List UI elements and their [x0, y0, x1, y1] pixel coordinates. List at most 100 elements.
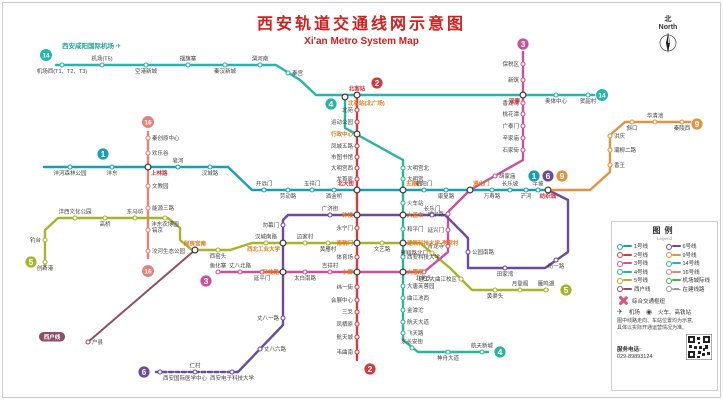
svg-text:通化门: 通化门	[473, 180, 490, 188]
airport-legend-label: 机场	[628, 310, 640, 316]
svg-text:大差市: 大差市	[407, 211, 424, 219]
station-开远门: 开远门	[256, 180, 272, 193]
svg-text:纺一路: 纺一路	[548, 262, 565, 270]
svg-text:沣河森林公园: 沣河森林公园	[53, 169, 87, 177]
station-西北工业大学: 西北工业大学	[247, 239, 287, 253]
north-label-cn: 北	[664, 16, 672, 23]
svg-text:凤城五路: 凤城五路	[331, 142, 354, 150]
svg-text:三爻: 三爻	[342, 309, 354, 316]
station-纺一路: 纺一路	[548, 257, 565, 270]
line-4	[343, 95, 490, 354]
station-理工大曲江校区: 理工大曲江校区	[418, 275, 464, 283]
line-badge-9: 9	[690, 117, 704, 131]
svg-text:桃花潭: 桃花潭	[502, 110, 519, 118]
legend-note: 图中线路走向、车站位置均为示意, 具体以实际开通运营情况为准。	[617, 318, 712, 332]
rail-legend-icon: ◉	[645, 309, 652, 316]
svg-text:洨河生态公园: 洨河生态公园	[152, 247, 186, 255]
line-badge-4: 4	[324, 97, 338, 111]
station-太白南路: 太白南路	[294, 269, 316, 282]
svg-text:咸宁路: 咸宁路	[427, 210, 444, 218]
line-badge-6: 6	[541, 169, 555, 183]
legend-item-9号线: 9号线	[665, 251, 713, 260]
airplane-icon: ✈	[115, 43, 122, 50]
legend-item-3号线: 3号线	[617, 259, 664, 268]
station-建筑科技大学·李家村: 建筑科技大学·李家村	[399, 239, 459, 247]
station-丈八六路: 丈八六路	[257, 345, 287, 353]
station-西安电子科技大学: 西安电子科技大学	[210, 369, 255, 382]
svg-text:6: 6	[142, 367, 147, 377]
station-边家村: 边家村	[297, 233, 314, 246]
svg-text:14: 14	[598, 92, 606, 99]
svg-text:欢乐谷: 欢乐谷	[152, 149, 169, 157]
svg-text:青龙寺: 青龙寺	[427, 242, 444, 250]
station-沣东农博园: 沣东农博园	[151, 215, 179, 228]
station-胡家庙: 胡家庙	[492, 172, 516, 180]
svg-text:大明宫北: 大明宫北	[407, 164, 430, 172]
station-西安国际医学中心: 西安国际医学中心	[157, 369, 208, 382]
phone-label: 服务电话:	[617, 347, 641, 353]
line-badge-6: 6	[137, 365, 151, 379]
station-桃花潭: 桃花潭	[502, 110, 526, 118]
station-保税区: 保税区	[502, 60, 526, 68]
line-badge-16: 16	[141, 115, 155, 129]
station-香湖湾: 香湖湾	[502, 99, 526, 107]
station-双寨: 双寨	[509, 91, 527, 105]
svg-text:广济街: 广济街	[322, 205, 339, 213]
svg-text:西安电子科技大学: 西安电子科技大学	[210, 374, 255, 382]
station-文艺路: 文艺路	[374, 240, 391, 253]
line-6	[236, 188, 570, 374]
svg-text:9: 9	[560, 171, 565, 181]
svg-text:金滹沱: 金滹沱	[407, 306, 424, 314]
line-badge-4: 4	[493, 345, 507, 359]
svg-text:贺韶村: 贺韶村	[580, 97, 597, 105]
svg-text:16: 16	[144, 268, 152, 275]
station-秦宫: 秦宫	[285, 69, 304, 77]
station-大明宫北: 大明宫北	[400, 164, 430, 172]
station-市图书馆: 市图书馆	[331, 153, 360, 161]
line-xihu	[87, 249, 196, 343]
svg-text:斜口: 斜口	[626, 124, 637, 132]
north-label-en: North	[658, 24, 678, 31]
svg-text:月登阁: 月登阁	[512, 280, 529, 288]
svg-text:丈八六路: 丈八六路	[264, 345, 287, 353]
station-咸宁路: 咸宁路	[427, 210, 451, 218]
station-和平门: 和平门	[400, 225, 424, 233]
svg-text:龙首原: 龙首原	[336, 175, 353, 183]
svg-text:灞柳二路: 灞柳二路	[614, 146, 637, 154]
svg-text:韦曲南: 韦曲南	[336, 348, 353, 356]
svg-text:高桥: 高桥	[99, 220, 111, 228]
legend-title-en: Legend	[656, 236, 673, 241]
svg-text:市图书馆: 市图书馆	[331, 153, 354, 161]
svg-text:永宁门: 永宁门	[336, 224, 353, 232]
svg-text:北客站: 北客站	[349, 85, 366, 93]
rail-legend-label: 火车、高铁站	[658, 310, 692, 316]
station-浐河: 浐河	[520, 187, 532, 200]
station-洪庆: 洪庆	[607, 132, 626, 140]
station-延兴门: 延兴门	[427, 226, 451, 234]
svg-text:北大街: 北大街	[337, 180, 354, 188]
line-badge-16: 16	[141, 264, 155, 278]
station-贺韶村: 贺韶村	[580, 92, 597, 105]
station-灞柳二路: 灞柳二路	[607, 146, 637, 154]
station-钟楼: 钟楼	[342, 211, 361, 219]
station-半坡: 半坡	[532, 180, 544, 193]
line-badge-1: 1	[96, 147, 110, 161]
svg-text:辛家庙: 辛家庙	[502, 134, 519, 142]
station-火车站: 火车站	[400, 199, 424, 207]
svg-text:秦宫: 秦宫	[292, 69, 304, 77]
legend-item-16号线: 16号线	[665, 268, 713, 277]
qr-code	[686, 334, 712, 360]
svg-text:文艺路: 文艺路	[374, 245, 391, 253]
svg-text:航天大道: 航天大道	[407, 318, 430, 326]
station-公园南路: 公园南路	[465, 248, 495, 256]
station-户县: 户县	[85, 338, 104, 346]
station-东马坊: 东马坊	[127, 208, 144, 221]
station-雁鸣湖: 雁鸣湖	[538, 280, 555, 293]
svg-text:西安国际医学中心: 西安国际医学中心	[163, 374, 208, 382]
station-黄渠头: 黄渠头	[487, 287, 504, 300]
svg-text:神舟大道: 神舟大道	[437, 354, 460, 362]
station-仁村: 仁村	[189, 362, 201, 375]
station-镐京: 镐京	[145, 226, 164, 234]
svg-text:秦创原中心: 秦创原中心	[152, 134, 180, 142]
